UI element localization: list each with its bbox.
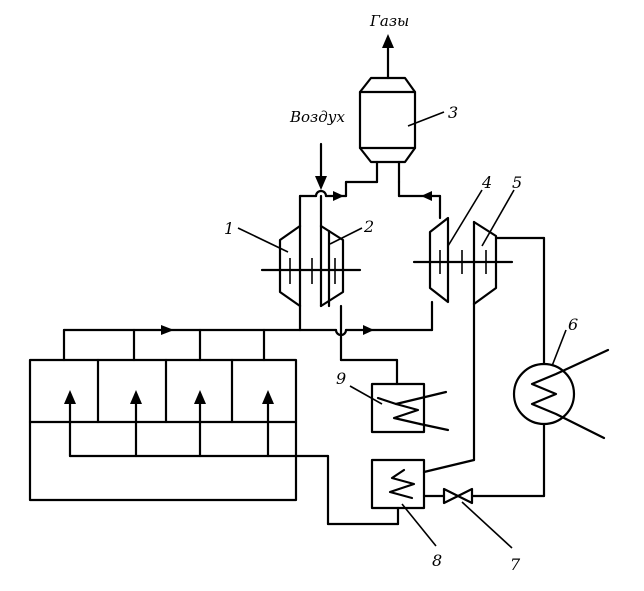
label-7-text: 7 — [510, 555, 521, 574]
air-inlet-arrow — [315, 142, 327, 190]
heater-8 — [370, 302, 476, 510]
gases-outlet-arrow — [382, 34, 394, 80]
furnace-flow-arrows — [64, 390, 330, 458]
label-4: 4 — [447, 173, 492, 247]
label-4-text: 4 — [481, 173, 492, 192]
turbine-1 — [278, 224, 302, 308]
label-5: 5 — [481, 173, 522, 247]
cooler-9 — [370, 382, 450, 434]
top-header-pipes — [298, 189, 442, 228]
heat-exchanger-6 — [494, 236, 610, 498]
label-9: 9 — [336, 369, 383, 405]
air-line-2-to-9 — [339, 304, 399, 386]
vessel-bottom-pipes — [344, 160, 442, 201]
turbine-4 — [428, 216, 450, 304]
label-8: 8 — [401, 503, 442, 570]
label-6-text: 6 — [568, 315, 578, 334]
furnace-block — [28, 358, 298, 502]
label-6: 6 — [551, 315, 578, 367]
shaft-4-5 — [412, 250, 514, 274]
label-air: Воздух — [289, 108, 345, 126]
vessel-3 — [358, 76, 417, 164]
label-8-text: 8 — [432, 551, 442, 570]
compressor-2 — [319, 224, 345, 308]
label-1-text: 1 — [224, 219, 234, 238]
label-5-text: 5 — [512, 173, 522, 192]
label-3: 3 — [407, 103, 458, 127]
valve-7 — [442, 487, 546, 505]
gas-line-1-to-4 — [298, 300, 434, 337]
label-1: 1 — [224, 219, 289, 253]
label-gases: Газы — [369, 12, 409, 30]
return-line-to-8 — [326, 454, 400, 526]
label-3-text: 3 — [448, 103, 458, 122]
label-2: 2 — [329, 217, 374, 245]
label-9-text: 9 — [336, 369, 346, 388]
label-2-text: 2 — [363, 217, 374, 236]
furnace-header — [62, 325, 302, 362]
label-7: 7 — [461, 501, 521, 574]
shaft-1-2 — [260, 258, 362, 284]
